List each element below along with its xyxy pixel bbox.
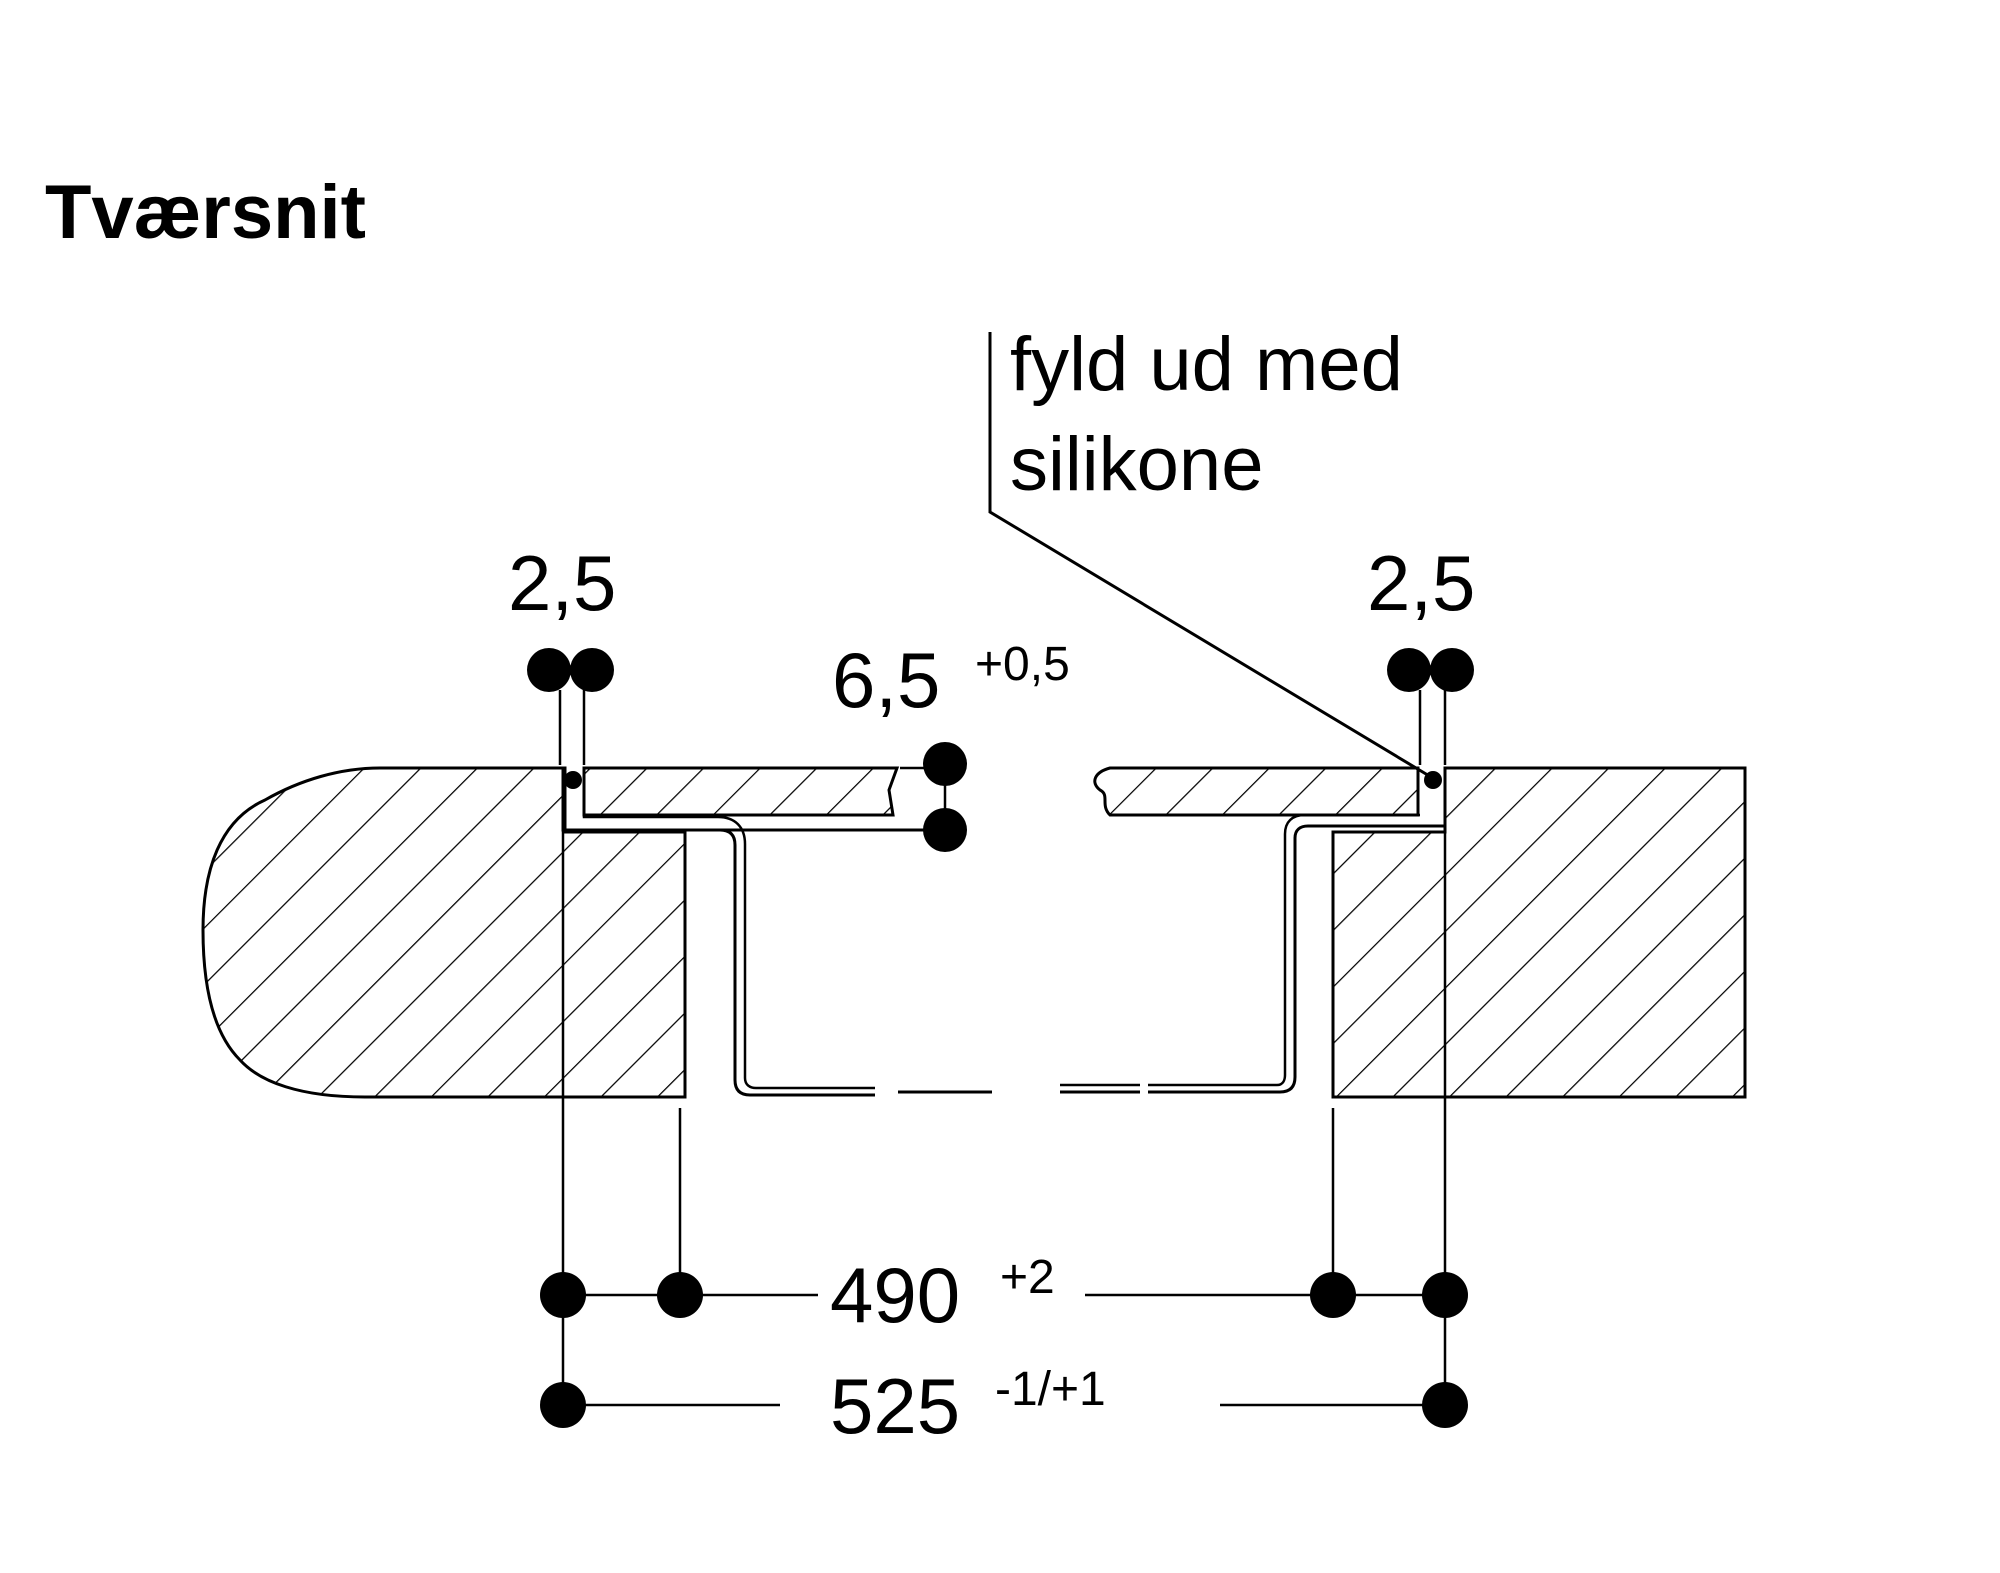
thickness-label: 6,5 xyxy=(832,636,940,724)
dim-490-arrow-1 xyxy=(540,1272,586,1318)
dim-490-label: 490 xyxy=(830,1251,960,1339)
dim-525-label: 525 xyxy=(830,1362,960,1450)
gap-left-arrow-2 xyxy=(570,648,614,692)
frame-profile-right-inner xyxy=(1148,813,1420,1087)
note-line-1: fyld ud med xyxy=(1010,322,1403,407)
countertop-left xyxy=(201,766,687,1099)
frame-profile-left-inner xyxy=(582,768,875,1090)
countertop-right xyxy=(1331,766,1747,1099)
frame-profile-right xyxy=(1148,768,1447,1094)
gap-right-label: 2,5 xyxy=(1367,539,1475,627)
glass-panel-right xyxy=(1093,766,1420,817)
thickness-tolerance: +0,5 xyxy=(975,638,1070,691)
dim-490-arrow-3 xyxy=(1310,1272,1356,1318)
silicone-dot-left xyxy=(564,771,582,789)
diagram-title: Tværsnit xyxy=(45,170,366,255)
glass-panel-left xyxy=(582,766,900,817)
note-leader-line xyxy=(988,332,1432,779)
gap-left-arrow-1 xyxy=(527,648,571,692)
dim-525-arrow-left xyxy=(540,1382,586,1428)
note-line-2: silikone xyxy=(1010,422,1263,507)
thickness-arrow-bottom xyxy=(923,808,967,852)
gap-left-label: 2,5 xyxy=(508,539,616,627)
dim-525-arrow-right xyxy=(1422,1382,1468,1428)
thickness-arrow-top xyxy=(923,742,967,786)
dim-490-tolerance: +2 xyxy=(1000,1251,1055,1304)
gap-right-arrow-1 xyxy=(1387,648,1431,692)
dim-490-arrow-4 xyxy=(1422,1272,1468,1318)
dim-490-arrow-2 xyxy=(657,1272,703,1318)
dim-525-tolerance: -1/+1 xyxy=(995,1363,1106,1416)
gap-right-arrow-2 xyxy=(1430,648,1474,692)
